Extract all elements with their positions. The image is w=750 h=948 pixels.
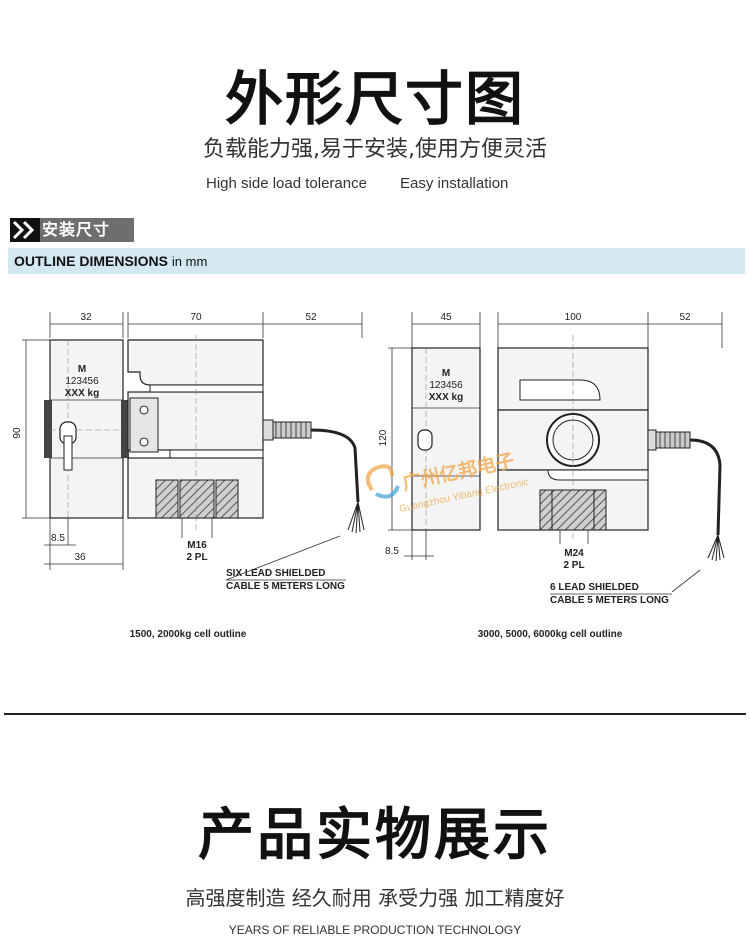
right-label-m: M: [442, 368, 450, 379]
section2-subtitle-en: YEARS OF RELIABLE PRODUCTION TECHNOLOGY: [228, 923, 522, 937]
left-cable-1: SIX LEAD SHIELDED: [226, 568, 325, 579]
left-dim-height: 90: [12, 427, 23, 439]
double-chevron-icon: [10, 218, 40, 242]
subtitle-en-right: Easy installation: [400, 175, 509, 192]
left-dim-top-3: 52: [305, 312, 317, 323]
outline-title-text: OUTLINE DIMENSIONS: [14, 253, 169, 269]
left-cell-drawing: 32 70 52 90 M 123456 XXX kg 8.5 36: [12, 312, 365, 640]
left-dim-top-1: 32: [80, 312, 92, 323]
section2-title: 产品实物展示: [198, 803, 552, 868]
right-caption: 3000, 5000, 6000kg cell outline: [478, 629, 623, 640]
outline-unit-text: in mm: [171, 254, 208, 269]
watermark-logo-icon: [365, 464, 400, 499]
outline-band-title: OUTLINE DIMENSIONS in mm: [14, 253, 207, 269]
page-title: 外形尺寸图: [224, 65, 525, 133]
left-label-capacity: XXX kg: [65, 388, 99, 399]
left-label-serial: 123456: [65, 376, 99, 387]
right-label-capacity: XXX kg: [429, 392, 463, 403]
left-label-m: M: [78, 364, 86, 375]
left-dim-bottom-1: 8.5: [51, 533, 65, 544]
right-label-serial: 123456: [429, 380, 463, 391]
right-dim-top-2: 100: [565, 312, 582, 323]
right-dim-top-3: 52: [679, 312, 691, 323]
subtitle-cn: 负载能力强,易于安装,使用方便灵活: [203, 137, 547, 162]
right-thread-2: 2 PL: [563, 560, 584, 571]
section2-subtitle-cn: 高强度制造 经久耐用 承受力强 加工精度好: [185, 886, 565, 910]
left-caption: 1500, 2000kg cell outline: [130, 629, 247, 640]
left-dim-bottom-2: 36: [74, 552, 86, 563]
right-dim-height: 120: [378, 429, 389, 446]
subtitle-en-left: High side load tolerance: [206, 175, 367, 192]
section-divider: [4, 713, 746, 715]
right-dim-top-1: 45: [440, 312, 452, 323]
right-cable-2: CABLE 5 METERS LONG: [550, 595, 669, 606]
left-cable-2: CABLE 5 METERS LONG: [226, 581, 345, 592]
left-dim-top-2: 70: [190, 312, 202, 323]
right-dim-bottom-1: 8.5: [385, 546, 399, 557]
right-thread-1: M24: [564, 548, 584, 559]
left-thread-1: M16: [187, 540, 207, 551]
outline-drawing: 32 70 52 90 M 123456 XXX kg 8.5 36: [12, 312, 725, 640]
right-cell-drawing: 45 100 52 120 M 123456 XXX kg 8.5: [378, 312, 725, 640]
right-cable-1: 6 LEAD SHIELDED: [550, 582, 639, 593]
outline-band: [8, 248, 745, 274]
left-thread-2: 2 PL: [186, 552, 207, 563]
section-tag-label: 安装尺寸: [42, 220, 111, 239]
